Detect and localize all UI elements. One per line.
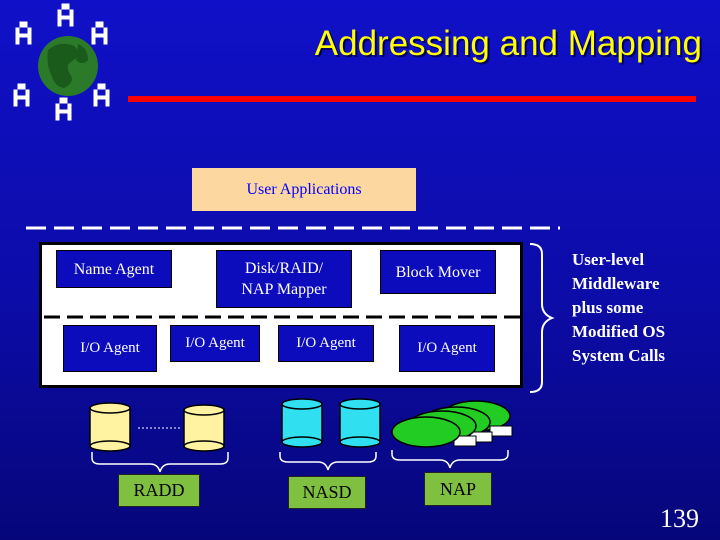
side-note-line-3: plus some: [572, 298, 644, 317]
mapper-line-1: Disk/RAID/: [244, 260, 324, 277]
io-agent-box-1: I/O Agent: [63, 325, 157, 372]
disk-cylinder-icon: [183, 404, 225, 452]
io-agent-box-4: I/O Agent: [399, 325, 495, 372]
mapper-box: Disk/RAID/ NAP Mapper: [216, 250, 352, 308]
side-note: User-level Middleware plus some Modified…: [572, 248, 712, 368]
nasd-cylinder-icon: [339, 398, 381, 448]
disk-cylinder-icon: [89, 402, 131, 452]
user-applications-box: User Applications: [192, 168, 416, 211]
curly-brace: [529, 243, 555, 393]
nasd-cylinder-icon: [281, 398, 323, 448]
block-mover-box: Block Mover: [380, 250, 496, 294]
io-agent-box-2: I/O Agent: [170, 325, 260, 362]
side-note-line-2: Middleware: [572, 274, 660, 293]
nap-label: NAP: [424, 472, 492, 506]
globe-with-people-icon: [13, 3, 110, 121]
title-underline: [128, 96, 696, 102]
nap-disc-icon: [391, 400, 513, 448]
side-note-line-5: System Calls: [572, 346, 666, 365]
slide-title: Addressing and Mapping: [314, 24, 702, 63]
side-note-line-1: User-level: [572, 250, 645, 269]
io-agent-box-3: I/O Agent: [278, 325, 374, 362]
nap-brace: [391, 450, 509, 469]
page-number: 139: [660, 504, 699, 533]
name-agent-box: Name Agent: [56, 250, 172, 288]
radd-label: RADD: [118, 474, 200, 507]
mapper-line-2: NAP Mapper: [241, 281, 327, 298]
nasd-label: NASD: [288, 476, 366, 509]
side-note-line-4: Modified OS: [572, 322, 666, 341]
radd-brace: [91, 452, 229, 473]
nasd-brace: [279, 452, 377, 471]
